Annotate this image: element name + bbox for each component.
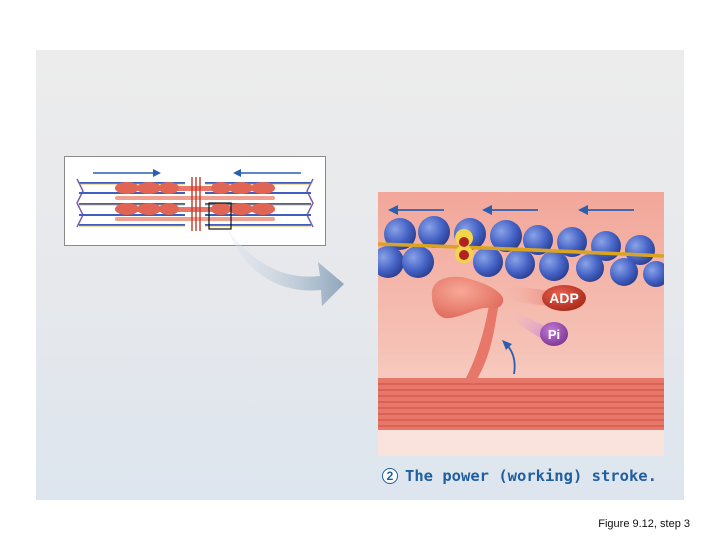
zoom-arrow — [228, 230, 344, 306]
sarcomere-inset — [64, 156, 326, 246]
m-line — [191, 177, 201, 231]
pi-label: Pi — [548, 327, 560, 342]
myosin-head — [431, 276, 504, 319]
adp-label: ADP — [549, 290, 579, 306]
z-disc-left — [76, 178, 84, 228]
thick-filament — [378, 378, 664, 456]
figure-reference: Figure 9.12, step 3 — [598, 518, 690, 530]
power-stroke-panel: ADP Pi — [378, 192, 664, 456]
power-stroke-arrow — [502, 340, 516, 375]
myosin-head-clusters — [115, 182, 275, 215]
pi-molecule: Pi — [510, 310, 568, 346]
troponin-complex — [455, 229, 473, 263]
step-caption: 2 The power (working) stroke. — [382, 465, 657, 487]
z-disc-right — [306, 178, 314, 228]
tropomyosin-strand — [378, 242, 664, 258]
actin-filament — [378, 216, 664, 287]
step-number-badge: 2 — [382, 468, 398, 484]
left-arrow-head — [233, 169, 241, 177]
myosin-neck — [464, 298, 499, 384]
right-arrow-head — [153, 169, 161, 177]
caption-text: The power (working) stroke. — [405, 467, 657, 485]
adp-molecule: ADP — [504, 285, 586, 311]
sliding-direction-arrows — [388, 205, 634, 215]
sarcomere-diagram — [76, 169, 314, 231]
highlight-box — [208, 202, 232, 230]
